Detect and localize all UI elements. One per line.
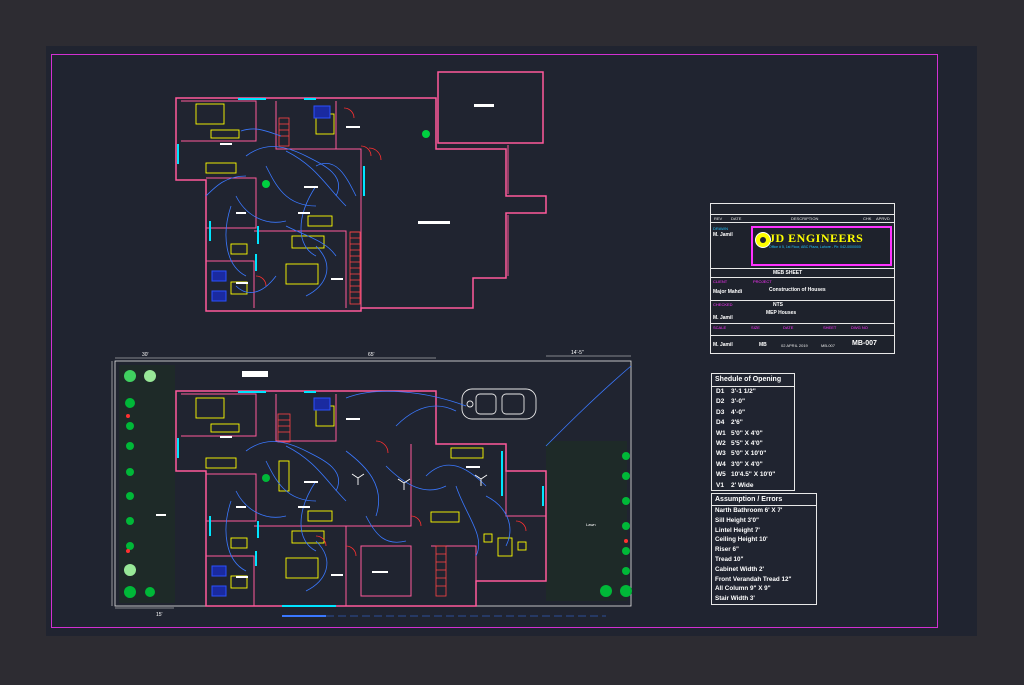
approved-value: M. Jamil [713,342,733,348]
company-name: JD ENGINEERS [769,231,864,245]
date-value: 02 APRIL 2019 [781,343,808,348]
assumption-item: Stair Width 3' [715,595,755,603]
drawing-canvas: 30' 65' 14'-5" 15' Lawn REV DATE DESCRIP… [46,46,977,636]
client-label: CLIENT [713,279,728,284]
company-address: Office # 5, 1st Floor, ABC Plaza, Lahore… [769,245,861,249]
col-date: DATE [731,216,742,221]
schedule-heading: Shedule of Opening [712,374,794,387]
col-chk: CHK [863,216,872,221]
lawn-label: Lawn [586,522,596,527]
drawn-label: DRAWN [713,226,728,231]
assumption-item: Narth Bathroom 6' X 7' [715,507,783,514]
company-emblem-icon [755,232,771,248]
col-aprvd: APRVD [876,216,890,221]
checked-label: CHECKED [713,302,733,307]
assumption-item: Tread 10" [715,555,744,563]
client-value: Major Mahdi [713,289,743,295]
checked-value: M. Jamil [713,315,733,321]
project-value: Construction of Houses [769,287,826,293]
assumption-item: All Column 9" X 9" [715,585,771,593]
dwg-no-value: MB-007 [852,340,877,347]
drawing-title: MEB SHEET [773,270,803,276]
size-value: MB [759,342,767,348]
dwg-label: DWG NO [851,325,868,330]
floor-plans: 30' 65' 14'-5" 15' Lawn [111,71,632,618]
company-logo-box [751,226,892,266]
dim-right: 14'-5" [571,350,584,356]
assumption-item: Lintel Height 7' [715,526,760,534]
ground-floor-plan [111,355,632,617]
dim-bottom: 15' [156,612,163,618]
scale-value: NTS [773,302,783,308]
col-rev: REV [714,216,723,221]
scale-label: SCALE [713,325,727,330]
date-label: DATE [783,325,794,330]
sub-title-value: MEP Houses [766,310,797,316]
assumptions-box: Assumption / Errors Narth Bathroom 6' X … [711,493,817,605]
assumption-item: Riser 6" [715,546,739,554]
assumption-item: Sill Height 3'0" [715,516,760,524]
assumptions-heading: Assumption / Errors [712,494,816,506]
project-label: PROJECT [753,279,772,284]
assumption-item: Cabinet Width 2' [715,565,765,573]
title-block: REV DATE DESCRIPTION CHK APRVD JD ENGINE… [710,203,895,354]
dim-middle: 65' [368,352,375,358]
assumption-item: Ceiling Height 10' [715,536,768,544]
dim-left: 30' [142,352,149,358]
sheet-value: MB-007 [821,343,836,348]
size-label: SIZE [751,325,760,330]
sheet-border [51,54,938,628]
assumption-item: Front Verandah Tread 12" [715,575,792,583]
col-description: DESCRIPTION [791,216,819,221]
sheet-label: SHEET [823,325,837,330]
drawn-value: M. Jamil [713,232,733,238]
upper-floor-plan [175,71,547,312]
